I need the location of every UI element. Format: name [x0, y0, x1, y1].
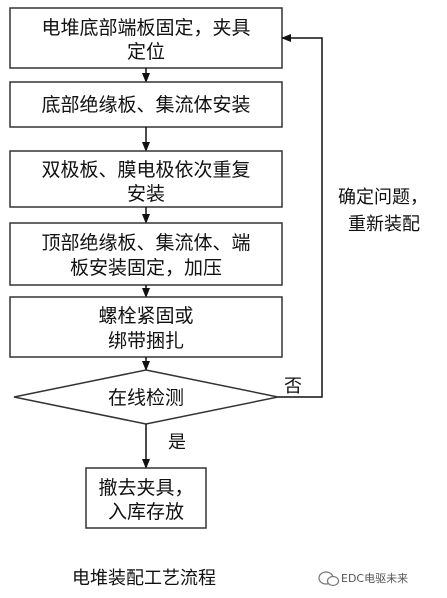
- decision: 在线检测: [13, 369, 279, 425]
- end-step-line-2: 入库存放: [108, 501, 184, 523]
- step-3: 双极板、膜电极依次重复 安装: [9, 150, 283, 208]
- diagram-caption: 电堆装配工艺流程: [72, 568, 216, 589]
- step-2-line-1: 底部绝缘板、集流体安装: [41, 94, 250, 116]
- end-step-box: [85, 467, 207, 529]
- yes-label: 是: [168, 432, 186, 453]
- step-3-line-1: 双极板、膜电极依次重复: [41, 159, 250, 181]
- step-5-line-1: 螺栓紧固或: [98, 305, 193, 327]
- step-1: 电堆底部端板固定，夹具 定位: [9, 7, 283, 69]
- step-1-line-1: 电堆底部端板固定，夹具: [41, 17, 250, 39]
- watermark-text: EDC电驱未来: [341, 572, 408, 585]
- step-1-box: [9, 7, 283, 69]
- feedback-label-line-2: 重新装配: [348, 214, 420, 235]
- step-1-line-2: 定位: [127, 41, 165, 63]
- step-4-line-1: 顶部绝缘板、集流体、端: [41, 232, 250, 254]
- step-2-box: [9, 81, 283, 128]
- step-3-box: [9, 150, 283, 208]
- feedback-loop: [278, 34, 323, 398]
- watermark: EDC电驱未来: [318, 571, 408, 587]
- end-step-line-1: 撤去夹具，: [98, 477, 193, 499]
- step-5-box: [9, 296, 283, 358]
- step-2: 底部绝缘板、集流体安装: [9, 81, 283, 128]
- no-label: 否: [284, 376, 302, 397]
- step-5: 螺栓紧固或 绑带捆扎: [9, 296, 283, 358]
- feedback-label-line-1: 确定问题，: [338, 187, 428, 208]
- step-3-line-2: 安装: [127, 183, 165, 205]
- wechat-icon: [318, 571, 340, 587]
- step-4: 顶部绝缘板、集流体、端 板安装固定，加压: [9, 222, 283, 286]
- decision-label: 在线检测: [108, 387, 184, 409]
- end-step: 撤去夹具， 入库存放: [85, 467, 207, 529]
- step-4-line-2: 板安装固定，加压: [70, 257, 222, 279]
- step-5-line-2: 绑带捆扎: [108, 330, 184, 352]
